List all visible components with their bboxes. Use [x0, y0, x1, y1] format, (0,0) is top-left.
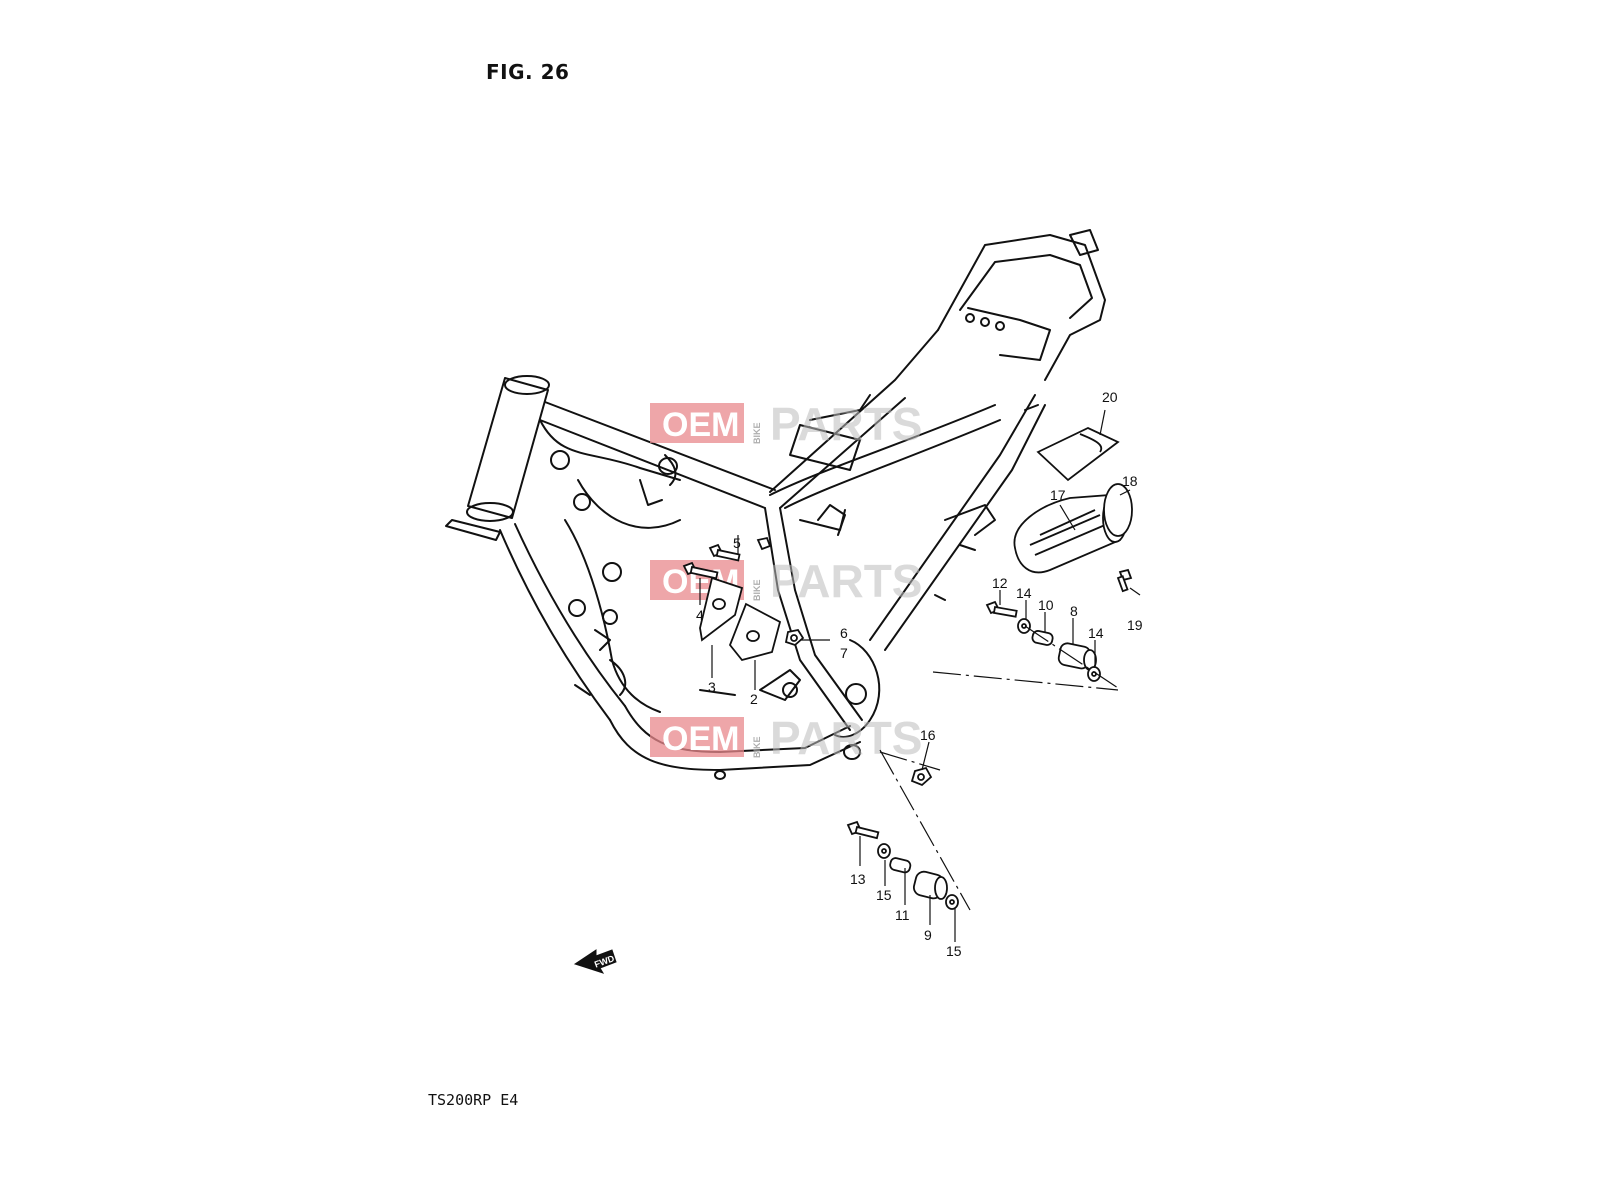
- screw-19: [1116, 568, 1133, 593]
- callout-10: 10: [1038, 597, 1054, 613]
- bolt-13: [846, 820, 880, 840]
- tool-box-20: [1036, 427, 1120, 482]
- cap-18: [1103, 483, 1133, 537]
- bolt-upper-mount: [756, 536, 772, 551]
- svg-text:OEM: OEM: [662, 720, 739, 758]
- callout-16: 16: [920, 727, 936, 743]
- callout-3: 3: [708, 679, 716, 695]
- callout-8: 8: [1070, 603, 1078, 619]
- bolt-5: [708, 543, 741, 562]
- svg-text:PARTS: PARTS: [770, 712, 923, 764]
- bolt-4: [682, 561, 719, 580]
- leader-lines: [699, 409, 1141, 942]
- callout-18: 18: [1122, 473, 1138, 489]
- nut-16: [910, 766, 933, 787]
- nut-6-7: [784, 628, 805, 647]
- washer-15-right: [945, 894, 959, 910]
- callout-13: 13: [850, 871, 866, 887]
- cushion-9: [912, 870, 948, 900]
- svg-text:PARTS: PARTS: [770, 555, 923, 607]
- callout-14-right: 14: [1088, 625, 1104, 641]
- callout-12: 12: [992, 575, 1008, 591]
- callout-9: 9: [924, 927, 932, 943]
- callout-7: 7: [840, 645, 848, 661]
- washer-15-left: [877, 843, 891, 859]
- alignment-lines: [879, 625, 1119, 911]
- callout-numbers: 2 3 4 5 6 7 8 9 10 11 12 13 14 14 15 15 …: [696, 389, 1143, 959]
- collar-11: [889, 857, 912, 874]
- callout-6: 6: [840, 625, 848, 641]
- watermark-bottom: OEM BIKE PARTS: [650, 712, 923, 764]
- figure-title: FIG. 26: [486, 60, 570, 84]
- washer-14-upper: [1017, 618, 1031, 634]
- callout-15-left: 15: [876, 887, 892, 903]
- svg-text:PARTS: PARTS: [770, 398, 923, 450]
- svg-text:BIKE: BIKE: [752, 736, 762, 758]
- callout-2: 2: [750, 691, 758, 707]
- motorcycle-frame: [445, 229, 1106, 780]
- engine-mount-plate-2: [728, 602, 782, 662]
- head-tube-bottom-ring: [466, 502, 514, 522]
- callout-4: 4: [696, 607, 704, 623]
- model-code: TS200RP E4: [428, 1091, 519, 1109]
- fwd-arrow-icon: FWD: [573, 949, 617, 974]
- callout-19: 19: [1127, 617, 1143, 633]
- bolt-12: [985, 600, 1018, 618]
- callout-15-right: 15: [946, 943, 962, 959]
- svg-text:OEM: OEM: [662, 406, 739, 444]
- steering-head-tube: [467, 377, 549, 519]
- callout-17: 17: [1050, 487, 1066, 503]
- callout-11: 11: [895, 907, 910, 923]
- svg-text:BIKE: BIKE: [752, 422, 762, 444]
- watermark-top: OEM BIKE PARTS: [650, 398, 923, 450]
- callout-5: 5: [733, 535, 741, 551]
- cushion-8: [1057, 642, 1097, 671]
- engine-mount-plate-3: [699, 576, 744, 642]
- head-tube-top-ring: [504, 375, 550, 395]
- svg-text:BIKE: BIKE: [752, 579, 762, 601]
- washer-14-right: [1087, 666, 1101, 682]
- callout-14-upper: 14: [1016, 585, 1032, 601]
- callout-20: 20: [1102, 389, 1118, 405]
